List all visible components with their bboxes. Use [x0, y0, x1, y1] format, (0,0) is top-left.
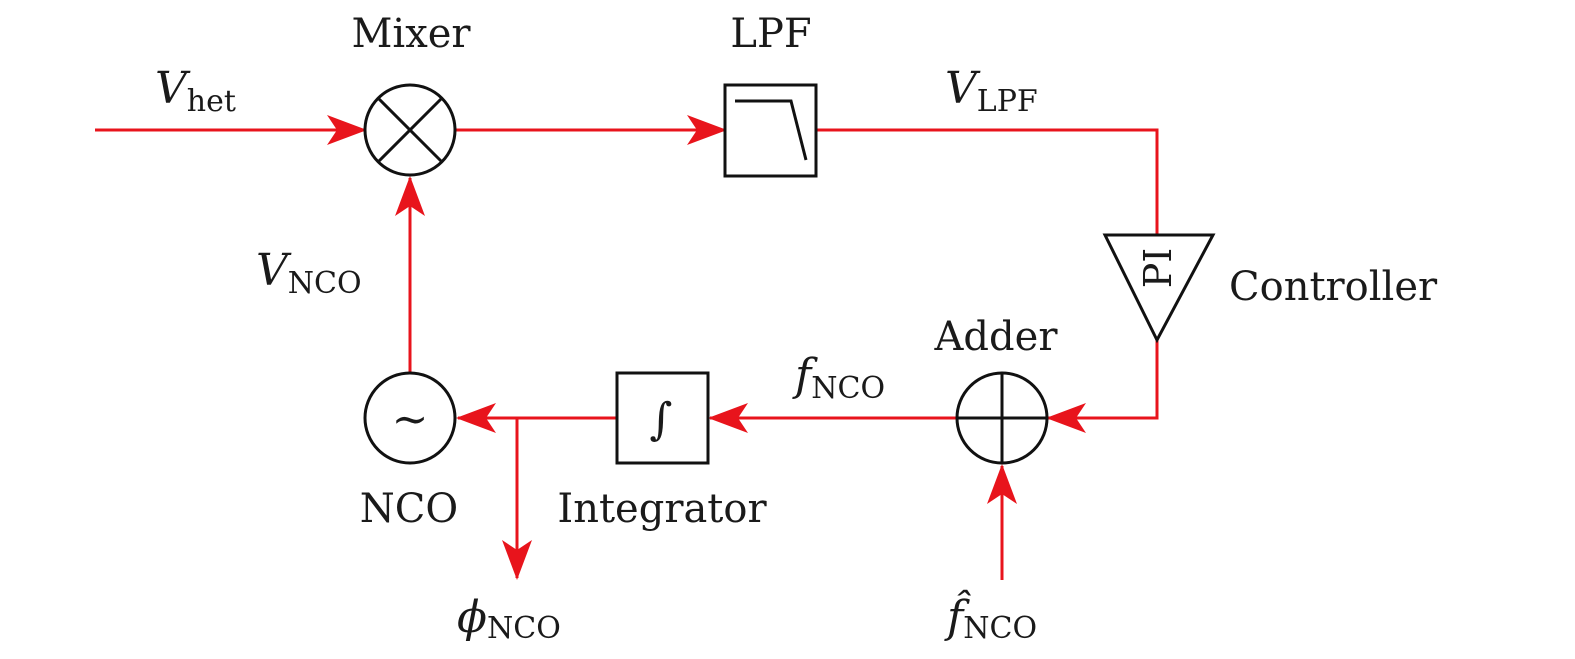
- controller-block: PI: [1102, 233, 1216, 344]
- signal-wires: [95, 115, 1159, 580]
- v-het-label: Vhet: [155, 63, 236, 119]
- lowpass-response-icon: [735, 99, 808, 161]
- lpf-box: [723, 83, 818, 178]
- adder-label: Adder: [934, 314, 1059, 360]
- phi-nco-subscript: NCO: [487, 611, 561, 646]
- v-nco-symbol: V: [256, 245, 292, 296]
- f-hat-nco-label: f̂NCO: [944, 588, 1037, 646]
- nco-block: ~: [363, 371, 457, 465]
- f-nco-subscript: NCO: [811, 371, 885, 406]
- mixer-block: [363, 83, 457, 177]
- controller-symbol: PI: [1136, 248, 1180, 289]
- nco-label: NCO: [360, 486, 458, 532]
- integral-icon: ∫: [650, 394, 673, 445]
- phi-nco-label: ϕNCO: [457, 592, 561, 646]
- v-lpf-label: VLPF: [945, 63, 1038, 119]
- lpf-to-controller-wire: [816, 128, 1159, 235]
- f-hat-nco-subscript: NCO: [963, 611, 1037, 646]
- mixer-cross-icon-b: [376, 96, 444, 164]
- integrator-block: ∫: [615, 371, 710, 465]
- lpf-block: [723, 83, 818, 178]
- v-nco-subscript: NCO: [288, 266, 362, 301]
- adder-block: [955, 371, 1049, 465]
- integrator-label: Integrator: [557, 486, 767, 532]
- v-nco-label: VNCO: [256, 245, 362, 301]
- v-lpf-symbol: V: [945, 63, 981, 114]
- controller-label: Controller: [1229, 264, 1438, 310]
- sine-wave-icon: ~: [392, 394, 429, 445]
- controller-to-adder-wire: [1046, 340, 1159, 433]
- mixer-label: Mixer: [351, 11, 471, 57]
- integrator-box: [615, 371, 710, 465]
- f-nco-label: fNCO: [792, 350, 885, 406]
- nco-circle: [363, 371, 457, 465]
- lpf-label: LPF: [730, 11, 811, 57]
- v-het-subscript: het: [187, 84, 236, 119]
- controller-triangle: [1102, 233, 1216, 344]
- v-lpf-subscript: LPF: [977, 84, 1038, 119]
- v-het-symbol: V: [155, 63, 191, 114]
- phi-nco-symbol: ϕ: [457, 592, 487, 643]
